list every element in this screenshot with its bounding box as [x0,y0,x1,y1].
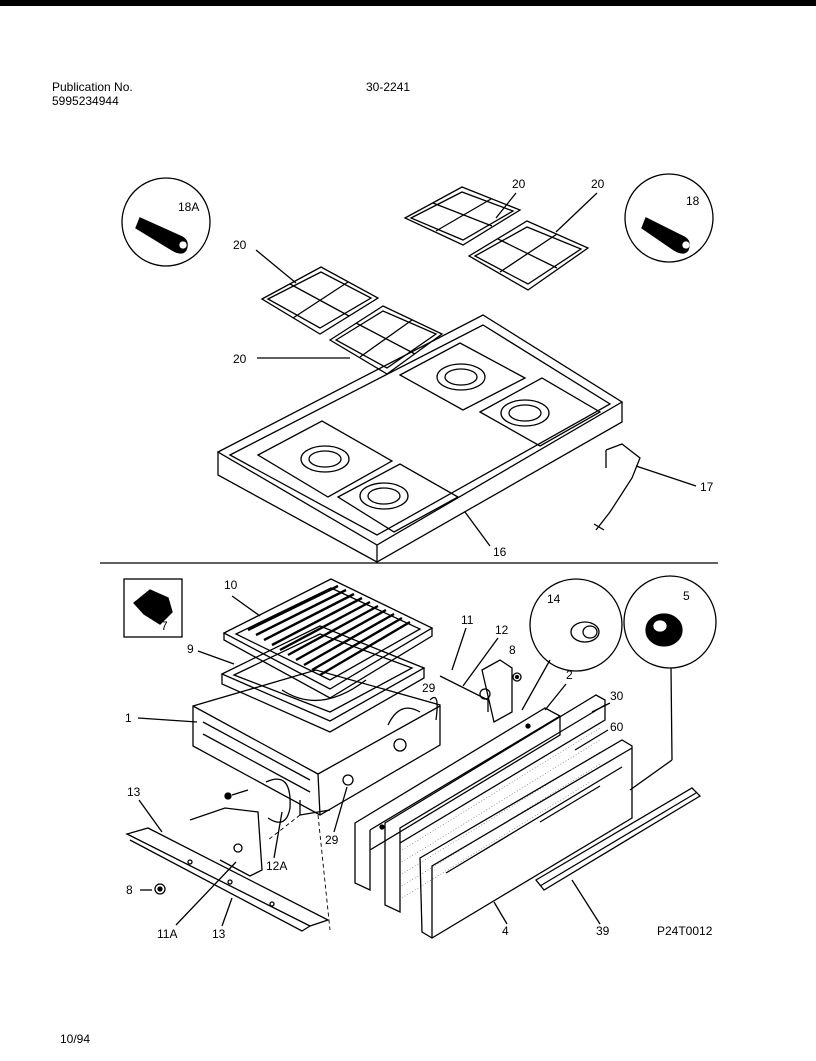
callout-10: 10 [224,578,238,592]
grate-upper-left [403,186,522,246]
diagram-code: P24T0012 [657,924,713,938]
callout-20-b: 20 [591,177,605,191]
inset-7: 7 [123,578,183,638]
callout-29-a: 29 [422,681,436,695]
callout-9: 9 [187,642,194,656]
callout-8-b: 8 [126,883,133,897]
inset-14: 14 [529,578,623,672]
handle-39 [535,787,702,891]
callout-7: 7 [161,619,168,633]
callout-29-b: 29 [325,833,339,847]
callout-2: 2 [566,668,573,682]
callout-17: 17 [700,480,714,494]
door-4 [419,739,633,939]
grate-left-back [260,266,380,335]
callout-20-a: 20 [512,177,526,191]
publication-number: 5995234944 [52,94,119,108]
top-border [0,0,816,6]
inset-5: 5 [623,575,717,669]
callout-20-d: 20 [233,352,247,366]
model-code: 30-2241 [366,80,411,94]
callout-11: 11 [461,613,474,627]
callout-18: 18 [686,194,700,208]
rail-13 [125,778,331,932]
cooktop-16 [216,314,624,564]
inset-18: 18 [624,173,714,263]
callout-12: 12 [495,623,509,637]
pan-9 [220,625,426,733]
callout-8-a: 8 [509,643,516,657]
inset-18a: 18A [121,177,211,267]
callout-18a: 18A [178,200,199,214]
callout-13-a: 13 [127,785,141,799]
callout-13-b: 13 [212,927,226,941]
insulation-30 [384,694,606,914]
footer-date: 10/94 [60,1032,91,1046]
callout-20-c: 20 [233,238,247,252]
callout-5: 5 [683,589,690,603]
broiler-pan-10 [222,578,434,699]
callout-30: 30 [610,689,624,703]
publication-label: Publication No. [52,80,133,94]
rod-17 [593,443,641,531]
broiler-body-1 [192,669,441,816]
callout-60: 60 [610,720,624,734]
callout-11a: 11A [157,927,177,941]
callout-39: 39 [596,924,610,938]
insulation-30-fill [401,727,601,899]
callout-12a: 12A [266,859,287,873]
panel-2 [354,707,561,892]
callout-1: 1 [125,711,132,725]
callout-16: 16 [493,545,507,559]
callout-4: 4 [502,924,509,938]
bracket-11-12 [439,659,522,723]
callout-14: 14 [547,592,561,606]
grate-upper-right [467,220,590,291]
guide-lines [267,814,331,931]
grate-left-front [328,305,444,375]
